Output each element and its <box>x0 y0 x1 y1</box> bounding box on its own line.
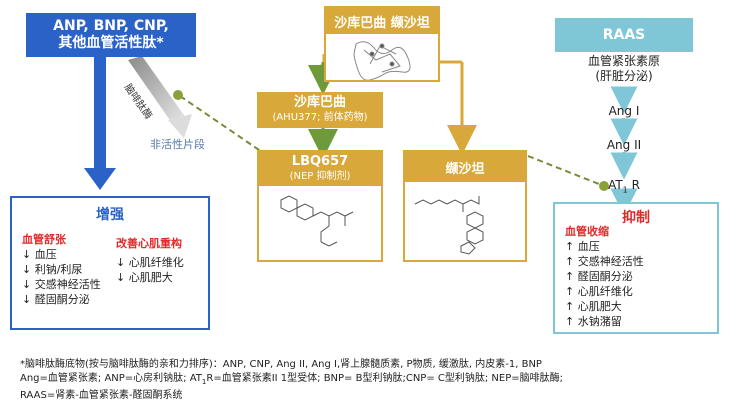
combo-drug-title: 沙库巴曲 缬沙坦 <box>326 8 438 34</box>
anp-box: ANP, BNP, CNP, 其他血管活性肽* <box>26 13 196 57</box>
inhibit-item: ↑ 心肌纤维化 <box>565 285 633 298</box>
inhibit-item: ↑ 交感神经活性 <box>565 255 644 268</box>
inhibit-item: ↑ 心肌肥大 <box>565 300 622 313</box>
enhance-title: 增强 <box>96 207 124 223</box>
inhibit-item: ↑ 醛固酮分泌 <box>565 270 633 283</box>
enhance-col2-item: ↓ 心肌纤维化 <box>116 256 184 269</box>
valsartan-structure-icon <box>414 196 484 255</box>
enhance-col2-heading: 改善心肌重构 <box>116 237 182 250</box>
nep-cleavage-arrowhead <box>168 114 192 138</box>
footnote: *脑啡肽酶底物(按与脑啡肽酶的亲和力排序)：ANP, CNP, Ang II, … <box>20 358 740 403</box>
ang2-label: Ang II <box>606 138 642 152</box>
inhibit-heading: 血管收缩 <box>565 225 609 238</box>
angiotensinogen-label: 血管紧张素原 <box>587 54 660 68</box>
inhibit-content: 血管收缩 ↑ 血压 ↑ 交感神经活性 ↑ 醛固酮分泌 ↑ 心肌纤维化 ↑ 心肌肥大 ↑ 水… <box>565 224 644 329</box>
enhance-box: 增强 血管舒张 ↓ 血压 ↓ 利钠/利尿 ↓ 交感神经活性 ↓ 醛固酮分泌 改善心肌重… <box>10 196 210 330</box>
lbq657-box: LBQ657 (NEP 抑制剂) <box>257 150 383 262</box>
enhance-col1-item: ↓ 醛固酮分泌 <box>22 293 90 306</box>
lbq657-sub: (NEP 抑制剂) <box>289 171 351 182</box>
ang1-label: Ang I <box>608 104 640 118</box>
sacubitril-name: 沙库巴曲 <box>293 95 346 110</box>
blue-down-arrow <box>84 56 116 190</box>
dashed-inhibit-at1r <box>527 155 605 187</box>
sacubitril-sub: (AHU377; 前体药物) <box>272 112 368 123</box>
at1r-prefix: AT <box>608 178 623 192</box>
lbq657-structure-icon <box>280 195 354 247</box>
footnote-line2-sub: 1 <box>201 378 207 386</box>
enhance-col1-item: ↓ 交感神经活性 <box>22 278 101 291</box>
enhance-col1-item: ↓ 血压 <box>22 248 57 261</box>
anp-box-line2: 其他血管活性肽* <box>58 35 164 51</box>
combo-drug-box: 沙库巴曲 缬沙坦 <box>324 6 440 82</box>
inhibit-box: 抑制 血管收缩 ↑ 血压 ↑ 交感神经活性 ↑ 醛固酮分泌 ↑ 心肌纤维化 ↑ 心肌肥大… <box>553 202 719 334</box>
nep-cleavage-band <box>128 56 186 126</box>
inactive-fragment-label: 非活性片段 <box>150 138 205 151</box>
anp-box-line1: ANP, BNP, CNP, <box>53 18 169 34</box>
protein-structure-icon <box>353 41 411 81</box>
valsartan-box: 缬沙坦 <box>403 150 527 262</box>
footnote-line3: RAAS=肾素-血管紧张素-醛固酮系统 <box>20 390 183 401</box>
enhance-col1-heading: 血管舒张 <box>22 233 66 246</box>
enhance-col2: 改善心肌重构 ↓ 心肌纤维化 ↓ 心肌肥大 <box>116 236 184 285</box>
dashed-inhibit-nep <box>179 95 263 153</box>
raas-title: RAAS <box>555 18 693 52</box>
footnote-line2-b: R=血管紧张素II 1型受体; BNP= B型利钠肽;CNP= C型利钠肽; N… <box>206 373 564 384</box>
lbq657-header: LBQ657 (NEP 抑制剂) <box>259 152 381 186</box>
at1r-label: AT1 R <box>555 178 693 194</box>
footnote-line2: Ang=血管紧张素; ANP=心房利钠肽; AT1R=血管紧张素II 1型受体;… <box>20 372 740 389</box>
inhibit-list: ↑ 血压 ↑ 交感神经活性 ↑ 醛固酮分泌 ↑ 心肌纤维化 ↑ 心肌肥大 ↑ 水钠潴留 <box>565 239 644 329</box>
footnote-line1: *脑啡肽酶底物(按与脑啡肽酶的亲和力排序)：ANP, CNP, Ang II, … <box>20 359 542 370</box>
footnote-line2-a: Ang=血管紧张素; ANP=心房利钠肽; AT <box>20 373 202 384</box>
raas-precursor: 血管紧张素原 (肝脏分泌) <box>555 54 693 84</box>
enhance-col1-item: ↓ 利钠/利尿 <box>22 263 83 276</box>
inhibit-title: 抑制 <box>622 210 650 226</box>
at1r-sub: 1 <box>622 185 628 195</box>
lbq657-name: LBQ657 <box>291 154 349 169</box>
inhibit-item: ↑ 水钠潴留 <box>565 315 622 328</box>
enhance-col2-item: ↓ 心肌肥大 <box>116 271 173 284</box>
enhance-col2-list: ↓ 心肌纤维化 ↓ 心肌肥大 <box>116 255 184 285</box>
sacubitril-box: 沙库巴曲 (AHU377; 前体药物) <box>257 92 383 128</box>
at1r-suffix: R <box>627 178 640 192</box>
valsartan-name: 缬沙坦 <box>405 152 525 182</box>
enhance-col1-list: ↓ 血压 ↓ 利钠/利尿 ↓ 交感神经活性 ↓ 醛固酮分泌 <box>22 247 101 307</box>
enhance-col1: 血管舒张 ↓ 血压 ↓ 利钠/利尿 ↓ 交感神经活性 ↓ 醛固酮分泌 <box>22 232 101 307</box>
angiotensinogen-sub: (肝脏分泌) <box>595 69 653 83</box>
inhibit-item: ↑ 血压 <box>565 240 600 253</box>
